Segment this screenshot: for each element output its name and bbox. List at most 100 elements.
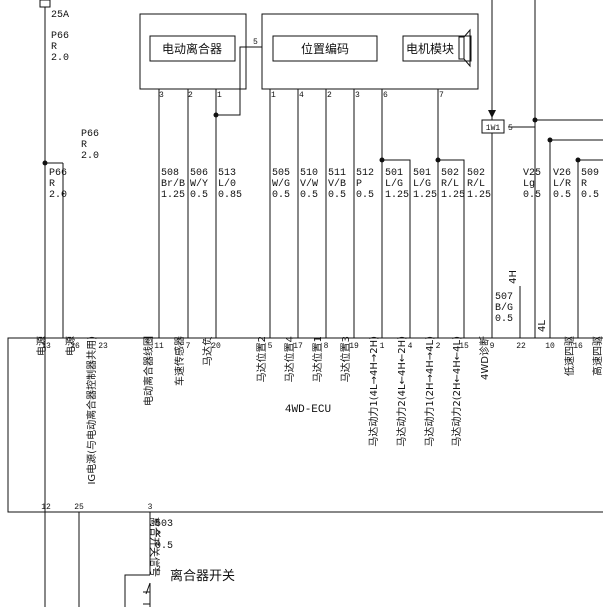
wire-505-number: 505 — [272, 168, 290, 179]
encoder-inner-box — [272, 35, 378, 62]
signal-4l: 4L — [537, 320, 548, 332]
wire-507-number: 507 — [495, 292, 513, 303]
wire-510-number: 510 — [300, 168, 318, 179]
encoder-pin: 1 — [271, 91, 276, 100]
wire-501a-number: 501 — [385, 168, 403, 179]
connector-1w1-box — [481, 119, 505, 134]
clutch-switch-signal: 离合开关信号 — [148, 517, 161, 577]
ecu-name: 4WD-ECU — [285, 404, 331, 416]
signal-motor-power-1-a: 马达动力1(4L→4H→2H) — [367, 336, 380, 447]
ecu-top-pin: 10 — [545, 342, 555, 351]
wire-509-gauge: 0.5 — [581, 190, 599, 201]
signal-motor-pos-4: 马达位置4 — [283, 336, 296, 382]
wire-501b-number: 501 — [413, 168, 431, 179]
ecu-top-pin: 1 — [380, 342, 385, 351]
wire-507-gauge: 0.5 — [495, 314, 513, 325]
encoder-pin: 3 — [355, 91, 360, 100]
clutch-switch-symbol — [124, 574, 150, 607]
encoder-link-pin: 5 — [253, 38, 258, 47]
signal-clutch-coil: 电动离合器线圈 — [142, 336, 155, 406]
signal-motor-power-2-b: 马达动力2(2H←4H←4L) — [450, 336, 463, 447]
wire-v26-number: V26 — [553, 168, 571, 179]
wire-507-color: B/G — [495, 302, 513, 314]
signal-ig-power: IG电源(与电动离合器控制器共用) — [85, 336, 98, 485]
encoder-pin: 6 — [383, 91, 388, 100]
wire-v26-gauge: 0.5 — [553, 190, 571, 201]
wire-511-gauge: 0.5 — [328, 190, 346, 201]
wire-502b-number: 502 — [467, 168, 485, 179]
ecu-top-pin: 4 — [408, 342, 413, 351]
ecu-top-pin: 22 — [516, 342, 526, 351]
ecu-top-pin: 20 — [211, 342, 221, 351]
signal-power-2: 电源 — [64, 336, 77, 356]
wire-505-gauge: 0.5 — [272, 190, 290, 201]
wire-502a-number: 502 — [441, 168, 459, 179]
wire-p66b-number: P66 — [81, 129, 99, 140]
ecu-top-pin: 9 — [490, 342, 495, 351]
encoder-outer-box — [261, 13, 479, 90]
wire-509-number: 509 — [581, 168, 599, 179]
wire-v25-color: Lg — [523, 179, 535, 190]
signal-motor-pos-3: 马达位置3 — [339, 336, 352, 382]
wire-510-color: V/W — [300, 178, 318, 190]
wire-501a-color: L/G — [385, 178, 403, 190]
ecu-top-pin: 23 — [98, 342, 108, 351]
ecu-top-pin: 5 — [268, 342, 273, 351]
encoder-module-title: 位置编码 — [301, 41, 349, 56]
wire-505-color: W/G — [272, 178, 290, 190]
wire-503-gauge: 0.5 — [155, 541, 173, 552]
clutch-switch-label: 离合器开关 — [170, 568, 235, 584]
wire-506-number: 506 — [190, 168, 208, 179]
ecu-top-pin: 26 — [70, 342, 80, 351]
wire-512-number: 512 — [356, 168, 374, 179]
signal-motor-power-1-b: 马达动力1(2H→4H→4L) — [423, 336, 436, 447]
ecu-top-pin: 2 — [436, 342, 441, 351]
signal-power-1: 电源 — [35, 336, 48, 356]
signal-4wd-diagnosis: 4WD诊断 — [478, 336, 491, 380]
clutch-pin: 2 — [188, 91, 193, 100]
wire-p66b-gauge: 2.0 — [81, 151, 99, 162]
signal-low-4wd: 低速四驱 — [563, 336, 576, 376]
wire-p66b-color: R — [81, 140, 87, 151]
wire-v26-color: L/R — [553, 178, 571, 190]
signal-motor-negative: 马达负 — [201, 336, 214, 366]
wire-502a-color: R/L — [441, 178, 459, 190]
wire-506-color: W/Y — [190, 178, 208, 190]
signal-speed-sensor: 车速传感器 — [173, 336, 186, 386]
clutch-inner-box — [149, 35, 236, 62]
motor-symbol — [458, 36, 465, 60]
connector-1w1-label: 1W1 — [486, 124, 501, 133]
signal-motor-pos-1: 马达位置1 — [311, 336, 324, 382]
wire-512-gauge: 0.5 — [356, 190, 374, 201]
ecu-top-pin: 17 — [293, 342, 303, 351]
wire-513-number: 513 — [218, 168, 236, 179]
wire-v25-gauge: 0.5 — [523, 190, 541, 201]
wire-513-color: L/0 — [218, 178, 236, 190]
connector-1w1-pin: 5 — [508, 124, 513, 133]
wire-512-color: P — [356, 179, 362, 190]
wire-508-gauge: 1.25 — [161, 190, 185, 201]
clutch-module-title: 电动离合器 — [162, 41, 222, 56]
wire-503-color: R — [155, 530, 161, 541]
wire-501a-gauge: 1.25 — [385, 190, 409, 201]
fuse-25a-symbol — [39, 0, 51, 8]
encoder-pin: 2 — [327, 91, 332, 100]
ecu-top-pin: 16 — [573, 342, 583, 351]
ecu-box — [7, 337, 603, 513]
wire-502a-gauge: 1.25 — [441, 190, 465, 201]
ecu-bottom-pin: 3 — [148, 503, 153, 512]
wire-p66a-number: P66 — [49, 168, 67, 179]
encoder-pin: 4 — [299, 91, 304, 100]
ecu-top-pin: 15 — [459, 342, 469, 351]
motor-module-title: 电机模块 — [406, 42, 454, 56]
motor-inner-box — [402, 35, 472, 62]
wire-501b-color: L/G — [413, 178, 431, 190]
signal-motor-pos-2: 马达位置2 — [255, 336, 268, 382]
wire-501b-gauge: 1.25 — [413, 190, 437, 201]
top-wire-number: P66 — [51, 31, 69, 42]
wire-502b-gauge: 1.25 — [467, 190, 491, 201]
clutch-pin: 1 — [217, 91, 222, 100]
ecu-bottom-pin: 12 — [41, 503, 51, 512]
wire-510-gauge: 0.5 — [300, 190, 318, 201]
wire-508-color: Br/B — [161, 178, 185, 190]
